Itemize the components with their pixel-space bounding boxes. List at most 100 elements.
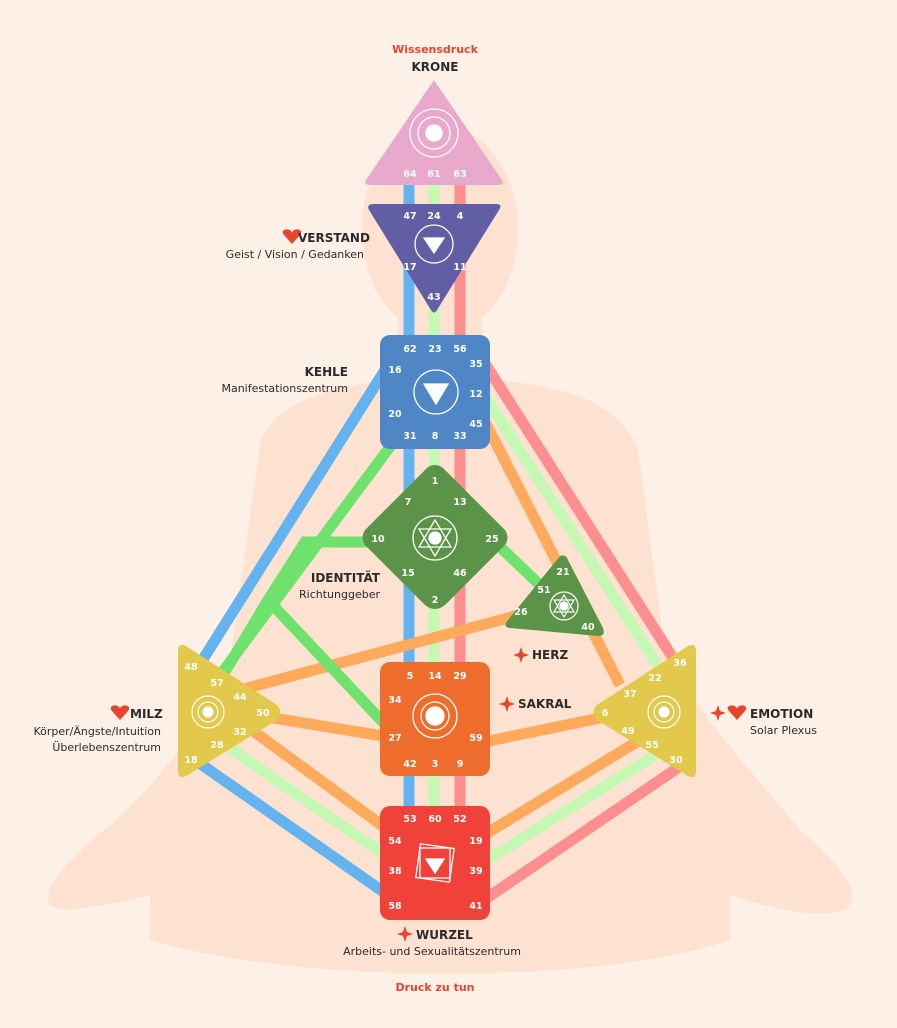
center-identitaet[interactable]: 1 7 13 10 25 15 46 2 [362,465,508,609]
label-wurzel-subtitle: Arbeits- und Sexualitätszentrum [343,945,521,958]
channel-root-emotion-orange [481,735,643,840]
gate-12: 12 [469,389,482,400]
gate-9: 9 [457,759,464,770]
hexagram-icon [549,591,579,621]
gate-27: 27 [388,733,401,744]
gate-61: 61 [427,169,440,180]
lotus-icon [647,695,681,729]
channel-spleen-root-green [221,740,399,867]
channel-throat-emotion-red [479,359,687,675]
star-icon [710,705,726,721]
gate-57: 57 [210,678,223,689]
heart-icon [727,705,747,720]
center-wurzel[interactable]: 53 60 52 54 19 38 39 58 41 [380,806,490,920]
label-wissensdruck: Wissensdruck [392,43,478,56]
center-verstand[interactable]: 47 24 4 17 11 43 [368,204,501,313]
star-icon [397,926,413,942]
label-kehle-subtitle: Manifestationszentrum [221,382,348,395]
gate-35: 35 [469,359,482,370]
label-sakral: SAKRAL [518,697,572,711]
gate-47: 47 [403,211,416,222]
channel-identity-heart-green [491,538,549,594]
center-sakral[interactable]: 5 14 29 34 27 59 42 3 9 [380,662,490,776]
gate-29: 29 [453,671,466,682]
label-verstand: VERSTAND [298,231,370,245]
label-milz-subtitle-2: Überlebenszentrum [52,741,161,754]
triangle-down-icon [414,224,454,264]
center-emotion[interactable]: 36 22 37 6 49 55 30 [593,644,697,778]
center-herz[interactable]: 21 51 26 40 [505,555,604,637]
gate-44: 44 [233,692,247,703]
gate-10: 10 [371,534,385,545]
gate-32: 32 [233,727,246,738]
gate-17: 17 [403,262,416,273]
gate-23: 23 [428,344,441,355]
gate-62: 62 [403,344,416,355]
gate-37: 37 [623,689,636,700]
gate-43: 43 [427,292,440,303]
lotus-icon [191,695,225,729]
gate-26: 26 [514,607,528,618]
label-emotion: EMOTION [750,707,813,721]
label-identitaet: IDENTITÄT [311,570,381,585]
gate-48: 48 [184,662,198,673]
star-icon [513,647,529,663]
channel-spleen-root-orange [241,720,399,840]
gate-5: 5 [407,671,414,682]
channel-throat-emotion-orange [479,417,625,688]
label-herz: HERZ [532,648,568,662]
gate-28: 28 [210,740,224,751]
gate-22: 22 [648,673,661,684]
center-kehle[interactable]: 62 23 56 16 35 12 20 45 31 8 33 [380,335,490,449]
heart-icon [282,229,302,244]
gate-51: 51 [537,585,550,596]
gate-6: 6 [602,708,609,719]
gate-24: 24 [427,211,441,222]
gate-56: 56 [453,344,467,355]
gate-46: 46 [453,568,467,579]
hexagram-icon [412,515,458,561]
label-milz: MILZ [130,707,163,721]
gate-2: 2 [432,595,439,606]
channel-spleen-sacral [254,709,396,744]
gate-42: 42 [403,759,416,770]
gate-4: 4 [457,211,464,222]
gate-34: 34 [388,695,402,706]
gate-33: 33 [453,431,466,442]
gate-38: 38 [388,866,402,877]
label-kehle: KEHLE [305,365,348,379]
center-krone[interactable]: 64 61 63 [365,80,503,185]
gate-63: 63 [453,169,466,180]
gate-14: 14 [428,671,442,682]
square-triangle-icon [415,843,455,883]
gate-15: 15 [401,568,414,579]
gate-49: 49 [621,726,634,737]
gate-40: 40 [581,622,595,633]
channel-identity-sacral-green [261,536,400,739]
gate-54: 54 [388,836,402,847]
gate-52: 52 [453,814,466,825]
channel-spleen-heart [238,606,532,696]
gate-3: 3 [432,759,439,770]
heart-icon [110,705,130,720]
gate-39: 39 [469,866,482,877]
gate-50: 50 [256,708,270,719]
channel-throat-spleen [190,359,395,675]
gate-20: 20 [388,409,402,420]
triangle-down-icon [413,369,459,415]
gate-53: 53 [403,814,416,825]
gate-8: 8 [432,431,439,442]
channel-sacral-emotion [482,710,612,748]
center-milz[interactable]: 48 57 44 50 32 28 18 [178,644,281,778]
gate-60: 60 [428,814,442,825]
channel-root-emotion-green [481,747,663,867]
gate-21: 21 [556,567,569,578]
gate-41: 41 [469,901,482,912]
channel-root-emotion-red [480,760,686,905]
lotus-icon [409,108,459,158]
gate-59: 59 [469,733,482,744]
gate-16: 16 [388,365,402,376]
gate-19: 19 [469,836,482,847]
